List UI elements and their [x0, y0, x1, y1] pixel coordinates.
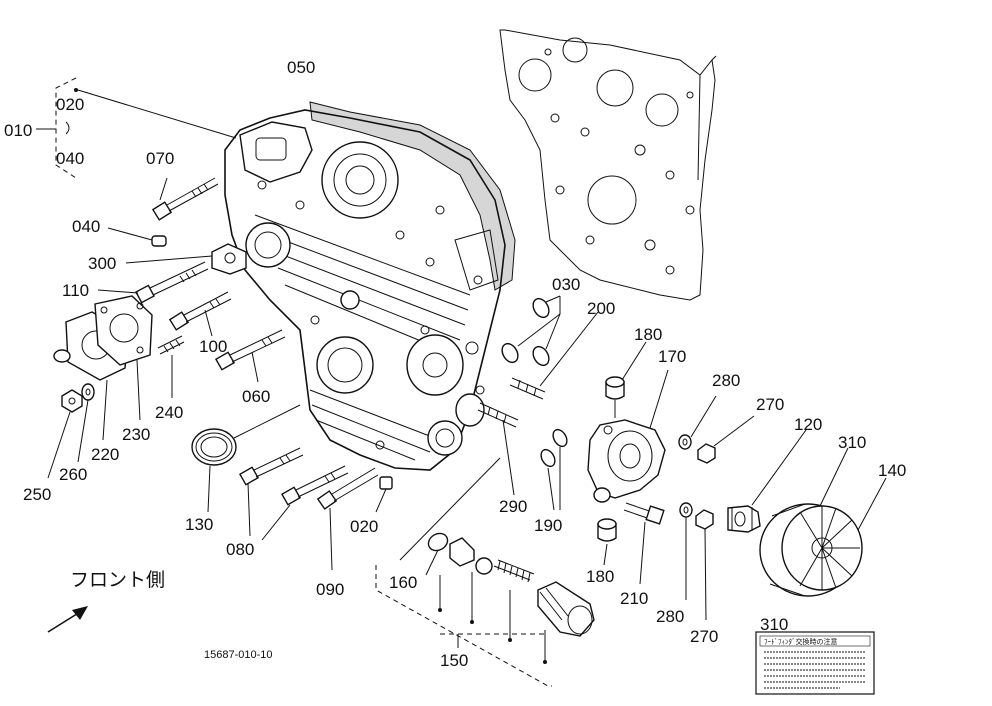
label-180-b: 180	[586, 567, 614, 586]
bolt-090	[316, 467, 379, 571]
label-190: 190	[534, 516, 562, 535]
label-310-a: 310	[838, 433, 866, 452]
bolts-080	[238, 447, 349, 541]
stud-240	[157, 335, 185, 398]
cap-180-top	[605, 341, 647, 418]
label-200: 200	[587, 299, 615, 318]
label-250: 250	[23, 485, 51, 504]
label-020-a: 020	[56, 95, 84, 114]
label-090: 090	[316, 580, 344, 599]
label-060: 060	[242, 387, 270, 406]
washer-280-bottom	[679, 502, 693, 600]
label-120: 120	[794, 415, 822, 434]
washer-280-top	[678, 395, 717, 450]
label-010: 010	[4, 121, 32, 140]
o-rings-190	[540, 428, 568, 511]
label-240: 240	[155, 403, 183, 422]
label-080: 080	[226, 540, 254, 559]
bracket-010	[36, 77, 237, 179]
oil-filter-140	[759, 447, 887, 597]
cap-180-bottom	[597, 518, 617, 566]
pin-020	[375, 476, 393, 513]
gear-case	[224, 101, 516, 471]
label-210: 210	[620, 589, 648, 608]
pin-040	[107, 227, 167, 247]
filter-bracket-170	[587, 369, 669, 503]
nut-250	[47, 389, 83, 479]
nut-270-top	[697, 415, 755, 464]
bolt-100	[168, 291, 232, 337]
bolt-070	[151, 177, 219, 221]
label-170: 170	[658, 347, 686, 366]
front-arrow	[47, 606, 88, 633]
fitting-120	[727, 429, 807, 533]
drawing-number: 15687-010-10	[204, 649, 273, 661]
label-110: 110	[62, 281, 89, 300]
label-280-b: 280	[656, 607, 684, 626]
label-160: 160	[389, 573, 417, 592]
stud-290	[477, 402, 519, 496]
label-140: 140	[878, 461, 906, 480]
label-310-b: 310	[760, 615, 788, 634]
washer-260	[77, 383, 95, 463]
label-150: 150	[440, 651, 468, 670]
label-100: 100	[199, 337, 227, 356]
label-050: 050	[287, 58, 315, 77]
thermostat-housing	[53, 295, 153, 441]
caution-card-310	[755, 631, 875, 695]
label-300: 300	[88, 254, 116, 273]
label-180-a: 180	[634, 325, 662, 344]
caution-card-title: ﾌｰﾄﾞﾌｨﾝﾀﾞ交換時の注意	[764, 637, 838, 646]
label-260: 260	[59, 465, 87, 484]
label-040-a: 040	[56, 149, 84, 168]
label-030: 030	[552, 275, 580, 294]
label-290: 290	[499, 497, 527, 516]
bolt-060	[214, 329, 286, 383]
relief-valve-150	[375, 457, 595, 687]
stud-200	[509, 311, 599, 400]
label-040-b: 040	[72, 217, 100, 236]
oil-seal-130	[191, 404, 301, 513]
bolt-110	[97, 261, 209, 304]
label-280-a: 280	[712, 371, 740, 390]
label-270-b: 270	[690, 627, 718, 646]
label-270-a: 270	[756, 395, 784, 414]
o-rings-030	[501, 295, 561, 367]
label-220: 220	[91, 445, 119, 464]
engine-block	[499, 29, 717, 301]
label-130: 130	[185, 515, 213, 534]
washer-300	[125, 243, 247, 275]
nut-270-bottom	[695, 509, 714, 621]
label-230: 230	[122, 425, 150, 444]
front-side-label: フロント側	[70, 569, 165, 591]
label-070: 070	[146, 149, 174, 168]
bolt-210	[623, 502, 665, 585]
label-020-b: 020	[350, 517, 378, 536]
